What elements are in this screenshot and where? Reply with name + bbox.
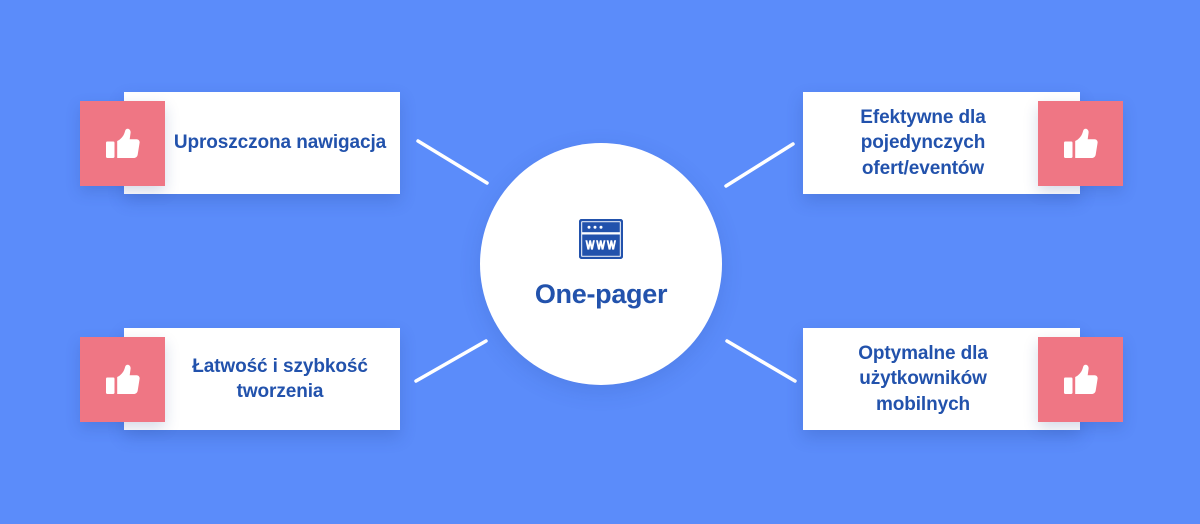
thumbs-up-icon-box xyxy=(80,337,165,422)
connector-bottom-left xyxy=(414,339,488,383)
thumbs-up-icon xyxy=(1063,364,1098,394)
feature-card-bottom-right[interactable]: Optymalne dla użytkowników mobilnych xyxy=(803,328,1123,430)
browser-www-icon xyxy=(579,218,623,259)
thumbs-up-icon xyxy=(105,364,140,394)
feature-card-top-right[interactable]: Efektywne dla pojedynczych ofert/eventów xyxy=(803,92,1123,194)
card-panel xyxy=(803,328,1080,430)
feature-card-top-left[interactable]: Uproszczona nawigacja xyxy=(80,92,400,194)
connector-top-right xyxy=(724,142,795,188)
card-panel xyxy=(803,92,1080,194)
center-node: One-pager xyxy=(480,143,722,385)
card-label: Uproszczona nawigacja xyxy=(173,132,387,154)
thumbs-up-icon xyxy=(1063,128,1098,158)
thumbs-up-icon-box xyxy=(1038,337,1123,422)
thumbs-up-icon-box xyxy=(80,101,165,186)
connector-bottom-right xyxy=(725,339,797,383)
card-label: Optymalne dla użytkowników mobilnych xyxy=(858,343,988,415)
card-panel xyxy=(124,328,400,430)
thumbs-up-icon xyxy=(105,128,140,158)
connector-top-left xyxy=(416,139,489,185)
card-label: Łatwość i szybkość tworzenia xyxy=(192,355,368,402)
card-panel xyxy=(124,92,400,194)
feature-card-bottom-left[interactable]: Łatwość i szybkość tworzenia xyxy=(80,328,400,430)
card-label: Efektywne dla pojedynczych ofert/eventów xyxy=(860,107,986,179)
thumbs-up-icon-box xyxy=(1038,101,1123,186)
center-node-label: One-pager xyxy=(534,278,668,309)
